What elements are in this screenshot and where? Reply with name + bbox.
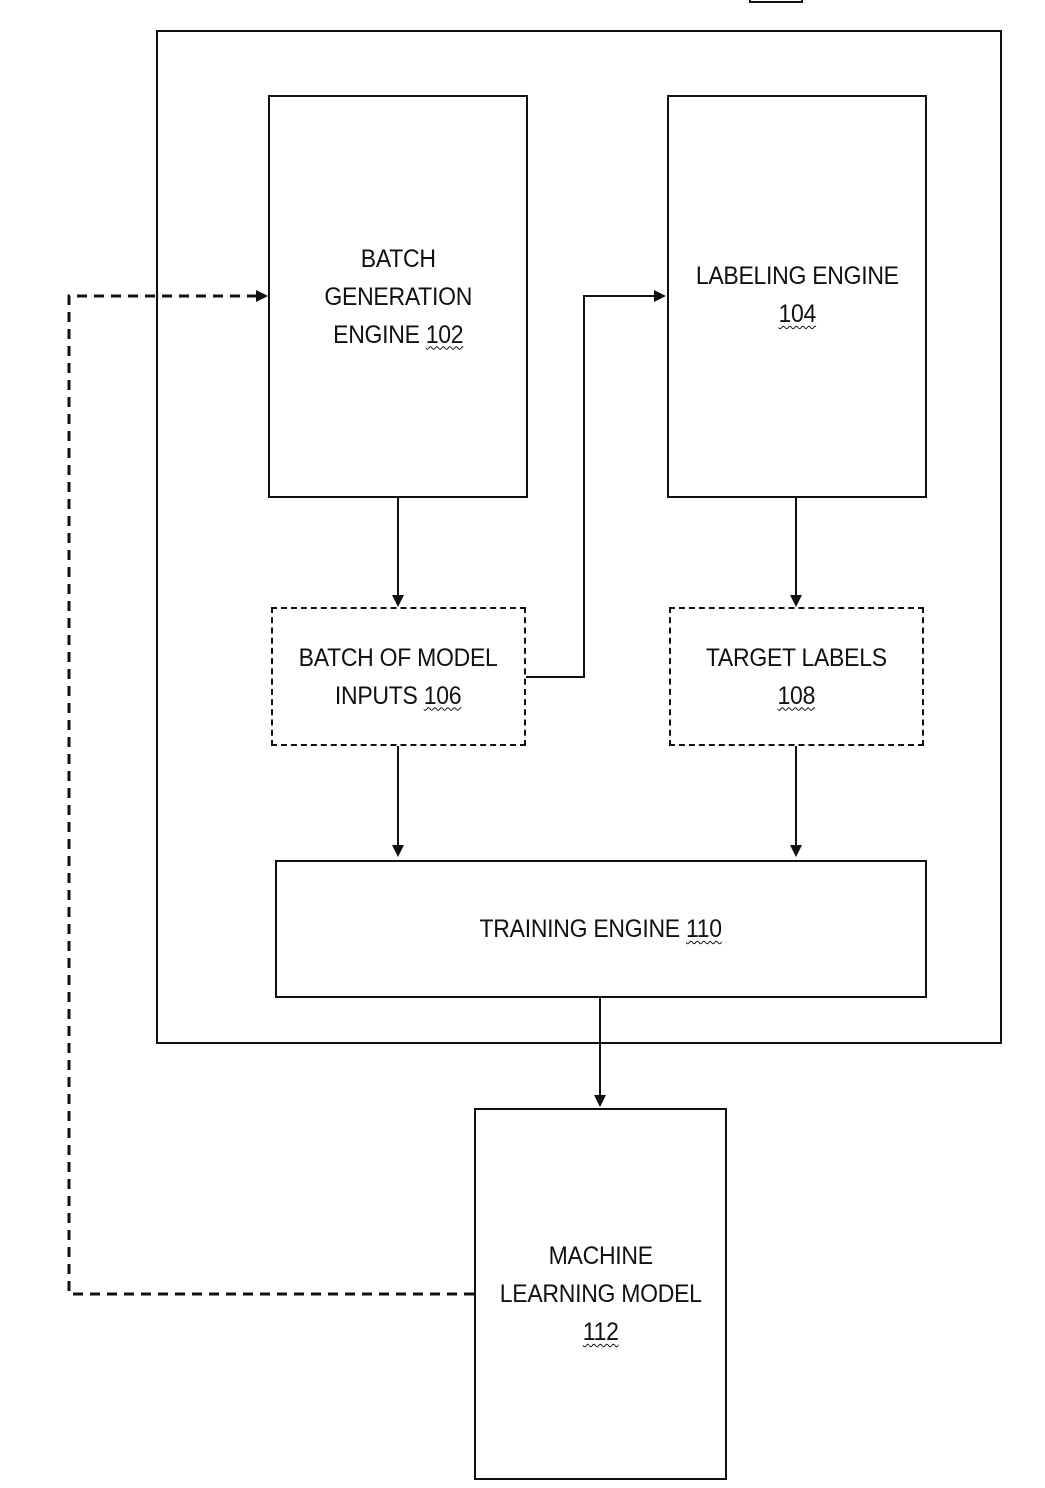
figure-ref-box [750, 0, 802, 2]
arrow-inputs-to-labeling [524, 296, 664, 677]
labeling-engine-label: LABELING ENGINE 104 [696, 257, 899, 333]
machine-learning-model-label: MACHINE LEARNING MODEL 112 [500, 1237, 702, 1351]
ref-104: 104 [696, 295, 899, 333]
batch-generation-engine-label: BATCH GENERATION ENGINE 102 [324, 240, 472, 354]
labeling-engine-box: LABELING ENGINE 104 [667, 95, 927, 498]
ref-110: 110 [686, 915, 722, 943]
target-labels-label: TARGET LABELS 108 [706, 639, 887, 715]
batch-generation-engine-box: BATCH GENERATION ENGINE 102 [268, 95, 528, 498]
training-engine-label: TRAINING ENGINE 110 [480, 910, 722, 948]
ref-112: 112 [500, 1313, 702, 1351]
ref-106: 106 [424, 682, 462, 710]
ref-102: 102 [426, 321, 464, 349]
ref-108: 108 [706, 677, 887, 715]
batch-of-model-inputs-label: BATCH OF MODEL INPUTS 106 [299, 639, 498, 715]
training-engine-box: TRAINING ENGINE 110 [275, 860, 927, 998]
target-labels-box: TARGET LABELS 108 [669, 607, 924, 746]
machine-learning-model-box: MACHINE LEARNING MODEL 112 [474, 1108, 727, 1480]
batch-of-model-inputs-box: BATCH OF MODEL INPUTS 106 [271, 607, 526, 746]
